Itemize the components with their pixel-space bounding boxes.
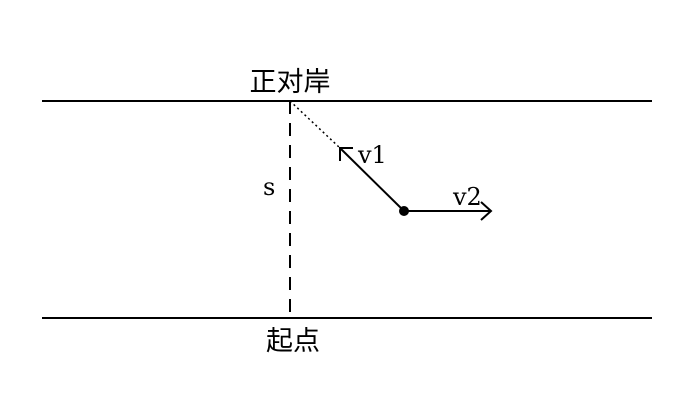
boat-point — [399, 206, 409, 216]
distance-label: s — [263, 173, 275, 201]
dotted-extension-line — [289, 100, 341, 149]
v1-label: v1 — [357, 141, 387, 169]
start-point-label: 起点 — [266, 326, 320, 357]
v2-arrow-head — [480, 201, 493, 221]
opposite-bank-label: 正对岸 — [250, 67, 331, 98]
v2-label: v2 — [452, 183, 482, 211]
v1-arrow-head — [339, 147, 353, 161]
v1-arrow-shaft — [339, 147, 405, 212]
